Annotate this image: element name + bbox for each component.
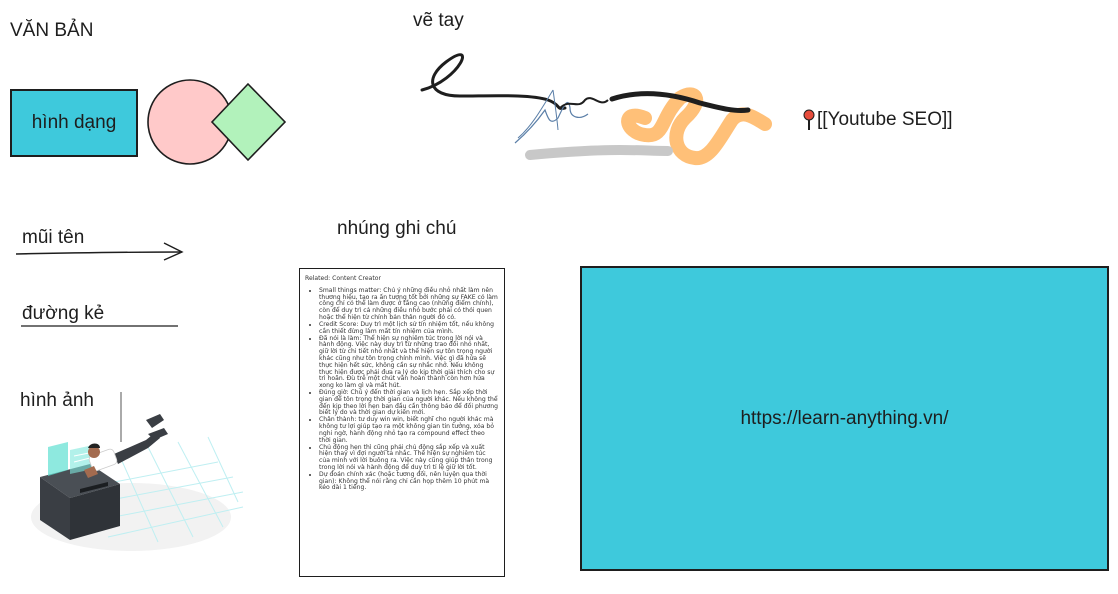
gray-scribble [525, 144, 673, 160]
thin-black-stroke [559, 97, 609, 109]
pin-icon [803, 109, 815, 130]
embedded-note-card[interactable]: Related: Content Creator Small things ma… [299, 268, 505, 577]
person [84, 414, 168, 478]
note-item: Credit Score: Duy trì một lịch sử tín nh… [319, 321, 498, 336]
embed-label[interactable]: nhúng ghi chú [337, 218, 457, 239]
thick-black-stroke [609, 91, 751, 113]
blue-scribble-2 [517, 89, 559, 139]
blue-scribble [514, 101, 589, 144]
wiki-link-label: [[Youtube SEO]] [817, 109, 953, 130]
shapes-group[interactable] [140, 78, 320, 178]
note-item: Dự đoán chính xác (hoặc tương đối, nên l… [319, 471, 498, 492]
illustration-image[interactable] [28, 392, 246, 557]
note-title: Related: Content Creator [305, 275, 382, 282]
note-item: Đã nói là làm: Thể hiện sự nghiêm túc tr… [319, 335, 498, 391]
line-label[interactable]: đường kẻ [22, 303, 105, 324]
note-item: Chủ động hẹn thì cũng phải chủ động sắp … [319, 444, 498, 472]
note-item: Chân thành: tư duy win win, biết nghĩ ch… [319, 416, 498, 444]
rectangle-shape[interactable]: hình dạng [10, 89, 138, 157]
black-scribble [420, 53, 567, 110]
freedraw-strokes[interactable] [420, 38, 780, 178]
shape-label: hình dạng [31, 112, 117, 133]
freedraw-label[interactable]: vẽ tay [413, 10, 464, 31]
note-list: Small things matter: Chú ý những điều nh… [305, 287, 498, 492]
orange-scribble [621, 87, 772, 165]
arrow-label[interactable]: mũi tên [22, 227, 85, 248]
diamond-shape [210, 82, 287, 162]
grid-floor [62, 436, 244, 543]
web-link-card[interactable]: https://learn-anything.vn/ [580, 266, 1109, 571]
note-item: Đúng giờ: Chú ý đến thời gian và lịch hẹ… [319, 389, 498, 417]
image-label[interactable]: hình ảnh [20, 390, 94, 411]
desk [40, 464, 120, 540]
web-link-url[interactable]: https://learn-anything.vn/ [740, 407, 949, 429]
arrow-shape[interactable] [14, 240, 189, 266]
text-element-van-ban[interactable]: VĂN BẢN [10, 20, 94, 41]
wiki-link-youtube-seo[interactable]: [[Youtube SEO]] [803, 109, 953, 131]
line-shape[interactable] [20, 322, 180, 330]
note-item: Small things matter: Chú ý những điều nh… [319, 287, 498, 322]
